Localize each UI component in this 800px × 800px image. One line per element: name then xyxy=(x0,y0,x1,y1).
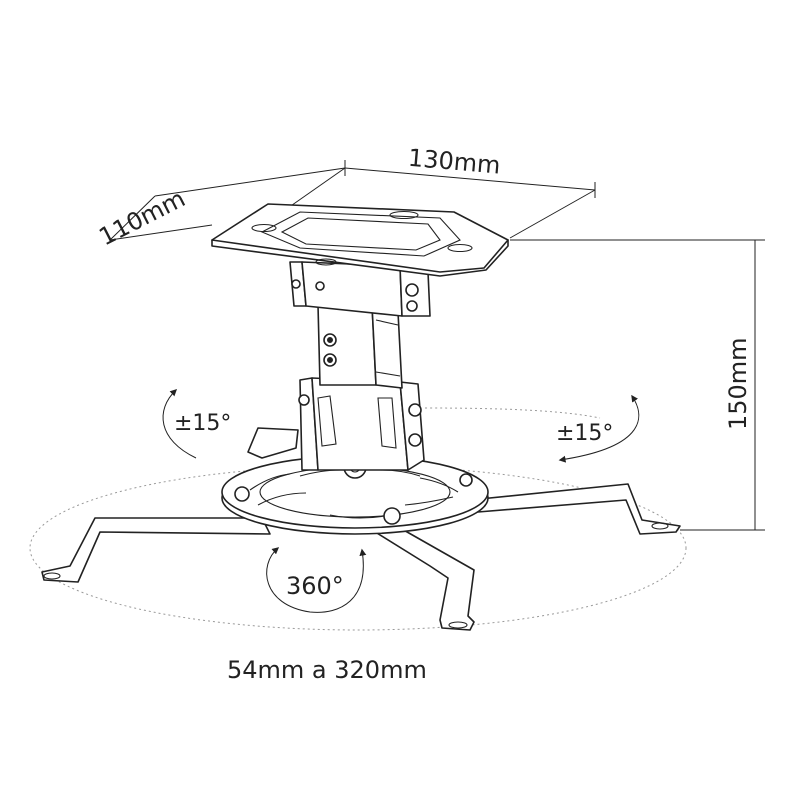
lower-bracket xyxy=(298,377,425,471)
tilt-left-label: ±15° xyxy=(174,411,231,436)
tilt-right-arrow xyxy=(558,394,640,463)
tilt-right-label: ±15° xyxy=(556,421,613,446)
projector-arms xyxy=(41,427,681,631)
arm-right xyxy=(469,483,681,535)
swivel-label: 360° xyxy=(286,572,344,600)
ceiling-plate xyxy=(211,203,509,277)
arm-front-left xyxy=(41,517,271,583)
upper-bracket xyxy=(289,261,431,317)
swivel-plate xyxy=(221,455,489,535)
rotation-range-ellipse xyxy=(29,465,687,631)
rotation-arrows xyxy=(162,389,640,613)
extension-tube xyxy=(317,304,403,389)
arm-front-right xyxy=(371,519,475,631)
dimension-lines xyxy=(109,160,765,531)
height-label: 150mm xyxy=(724,337,752,430)
tilt-guide-line xyxy=(424,407,601,419)
swivel-arrow xyxy=(266,547,367,613)
depth-label: 110mm xyxy=(95,184,190,251)
range-label: 54mm a 320mm xyxy=(227,656,427,684)
arm-back-left xyxy=(247,427,299,459)
tilt-left-arrow xyxy=(162,389,197,459)
